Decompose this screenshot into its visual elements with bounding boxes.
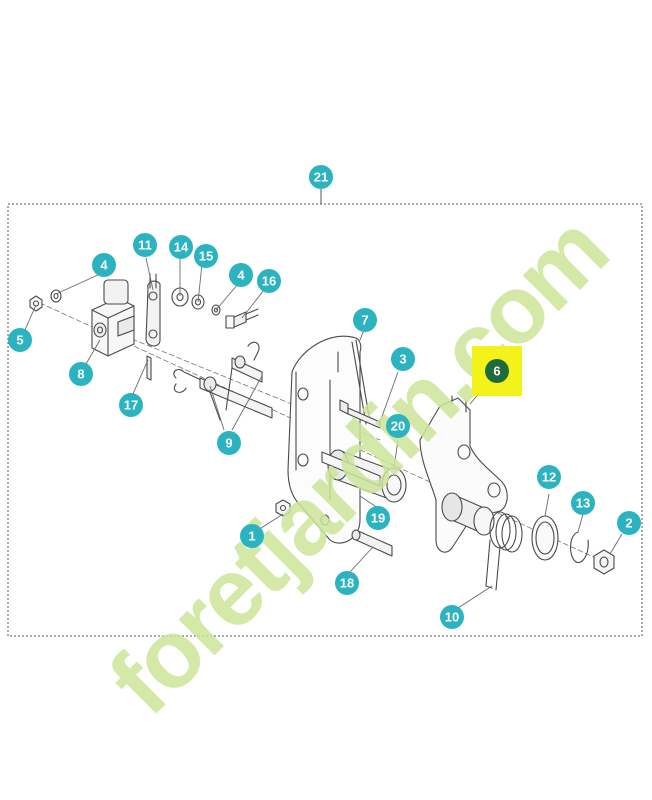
part-nut-5 — [29, 295, 43, 312]
callout-circle — [217, 431, 241, 455]
callout-label: 5 — [16, 333, 23, 348]
callout-label: 12 — [542, 470, 556, 485]
part-lever-11 — [145, 273, 161, 347]
callout-label: 19 — [371, 511, 385, 526]
callout-6-highlight[interactable]: 6 — [472, 346, 522, 396]
callout-2[interactable]: 2 — [617, 511, 641, 535]
part-pin-18 — [351, 529, 393, 557]
callout-10[interactable]: 10 — [440, 605, 464, 629]
callout-21[interactable]: 21 — [309, 165, 333, 189]
callout-circle — [133, 233, 157, 257]
callout-label: 18 — [340, 576, 354, 591]
callout-label: 9 — [225, 436, 232, 451]
callout-label: 10 — [445, 610, 459, 625]
callout-15[interactable]: 15 — [194, 244, 218, 268]
callout-19[interactable]: 19 — [366, 506, 390, 530]
callout-13[interactable]: 13 — [571, 491, 595, 515]
callout-label: 20 — [391, 419, 405, 434]
callout-label: 4 — [237, 268, 245, 283]
callout-16[interactable]: 16 — [257, 269, 281, 293]
callout-label: 15 — [199, 249, 213, 264]
callout-label: 4 — [100, 258, 108, 273]
callout-17[interactable]: 17 — [119, 393, 143, 417]
callout-circle — [92, 253, 116, 277]
callout-circle — [353, 308, 377, 332]
callout-circle — [440, 605, 464, 629]
part-bracket-plate — [287, 335, 362, 544]
callout-18[interactable]: 18 — [335, 571, 359, 595]
callout-circle — [240, 524, 264, 548]
callout-label: 3 — [399, 352, 406, 367]
callout-label: 17 — [124, 398, 138, 413]
part-nut-1 — [275, 499, 291, 517]
callout-8[interactable]: 8 — [69, 362, 93, 386]
callout-3[interactable]: 3 — [391, 347, 415, 371]
callout-circle — [119, 393, 143, 417]
callout-4[interactable]: 4 — [229, 263, 253, 287]
callout-label: 1 — [248, 529, 255, 544]
callout-circle — [386, 414, 410, 438]
part-nut-2 — [593, 549, 615, 575]
callout-circle — [571, 491, 595, 515]
callout-11[interactable]: 11 — [133, 233, 157, 257]
part-cylinder — [441, 492, 495, 536]
callout-12[interactable]: 12 — [537, 465, 561, 489]
part-shaft-19 — [321, 451, 381, 487]
callout-7[interactable]: 7 — [353, 308, 377, 332]
part-linkage-9 — [173, 341, 273, 421]
callout-circle — [169, 235, 193, 259]
callout-6-label: 6 — [493, 364, 500, 379]
part-washer-12 — [531, 515, 559, 561]
callout-1[interactable]: 1 — [240, 524, 264, 548]
callout-14[interactable]: 14 — [169, 235, 193, 259]
callout-circle — [335, 571, 359, 595]
assembly-boundary — [7, 203, 643, 637]
callout-5[interactable]: 5 — [8, 328, 32, 352]
callout-circle — [391, 347, 415, 371]
part-bolt-16 — [225, 308, 259, 329]
part-circlip-13 — [569, 531, 589, 564]
callout-circle — [194, 244, 218, 268]
callout-label: 7 — [361, 313, 368, 328]
part-pin-17 — [146, 355, 152, 381]
callout-21-label: 21 — [314, 170, 328, 185]
callout-circle — [617, 511, 641, 535]
part-block-8 — [91, 279, 135, 357]
callout-label: 14 — [174, 240, 189, 255]
parts-line-art — [29, 273, 615, 591]
callout-4[interactable]: 4 — [92, 253, 116, 277]
callout-circle — [537, 465, 561, 489]
callout-label: 11 — [138, 238, 152, 253]
callout-circle — [257, 269, 281, 293]
callout-9[interactable]: 9 — [217, 431, 241, 455]
callout-label: 16 — [262, 274, 276, 289]
part-pin-3 — [347, 407, 381, 429]
callout-label: 2 — [625, 516, 632, 531]
leader-lines — [23, 257, 623, 609]
callout-label: 8 — [77, 367, 84, 382]
callout-circle — [8, 328, 32, 352]
callout-circle — [69, 362, 93, 386]
callout-circle — [229, 263, 253, 287]
part-washer-4a — [50, 289, 62, 303]
callout-label: 13 — [576, 496, 590, 511]
callout-20[interactable]: 20 — [386, 414, 410, 438]
callout-circle — [366, 506, 390, 530]
